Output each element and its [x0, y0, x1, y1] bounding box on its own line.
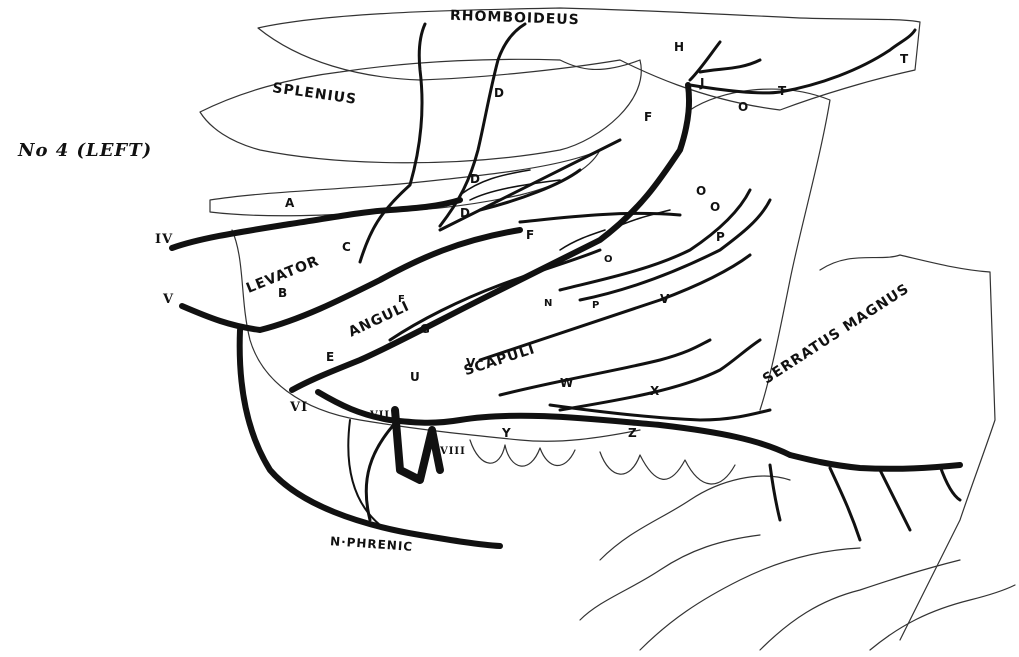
label-branch-g: G [420, 322, 431, 336]
label-branch-f3: F [398, 294, 406, 305]
label-branch-n: N [544, 298, 553, 309]
serratus-outline [820, 255, 995, 640]
serratus-digit-6 [760, 560, 960, 650]
label-branch-b: B [278, 286, 288, 300]
root-vii-trunk [318, 392, 790, 455]
label-root-viii: VIII [440, 446, 466, 457]
label-branch-j: J [700, 76, 705, 90]
scapula-border [690, 89, 830, 410]
label-branch-o1: O [738, 100, 749, 114]
label-branch-p: P [716, 230, 726, 244]
label-branch-x: X [650, 384, 660, 398]
label-branch-o2: O [696, 184, 707, 198]
figure-title: No 4 (LEFT) [18, 140, 152, 161]
thoracic-branch-2 [348, 420, 380, 525]
label-branch-d2: D [470, 172, 481, 186]
serratus-nerve-3 [880, 470, 910, 530]
label-branch-o4: O [604, 254, 614, 265]
serratus-digit-1 [470, 440, 575, 466]
root-iv-trunk [172, 200, 460, 248]
label-branch-h: H [674, 40, 685, 54]
label-branch-f2: F [526, 228, 535, 242]
branch-h [690, 42, 760, 80]
label-branch-t2: T [900, 52, 909, 66]
label-branch-u: U [410, 370, 421, 384]
label-branch-y: Y [502, 426, 512, 440]
label-root-vii: VII [370, 410, 390, 421]
label-branch-t1: T [778, 84, 787, 98]
serratus-digit-5 [640, 548, 860, 650]
branch-a [360, 24, 425, 262]
serratus-digit-7 [870, 585, 1015, 650]
label-branch-d3: D [460, 206, 471, 220]
branch-f3 [520, 213, 680, 222]
label-root-iv: IV [155, 232, 173, 247]
label-branch-v2: V [660, 292, 670, 306]
label-branch-d1: D [494, 86, 505, 100]
label-branch-p2: P [592, 300, 600, 311]
label-root-v: V [163, 292, 174, 307]
label-branch-z: Z [628, 426, 638, 440]
label-branch-w: W [560, 376, 574, 390]
label-branch-o3: O [710, 200, 721, 214]
branch-t [690, 30, 915, 93]
label-root-vi: VI [290, 400, 308, 415]
label-branch-a: A [285, 196, 295, 210]
label-branch-e: E [326, 350, 335, 364]
serratus-digit-4 [580, 535, 760, 620]
label-branch-f1: F [644, 110, 653, 124]
label-branch-c: C [342, 240, 352, 254]
serratus-nerve-2 [830, 468, 860, 540]
lower-trunk [790, 455, 960, 469]
label-branch-v1: V [466, 356, 476, 370]
serratus-nerve-4 [940, 466, 960, 500]
serratus-digit-2 [600, 452, 735, 484]
serratus-digit-3 [600, 476, 790, 560]
serratus-nerve-1 [770, 465, 780, 520]
branch-d [440, 24, 525, 226]
